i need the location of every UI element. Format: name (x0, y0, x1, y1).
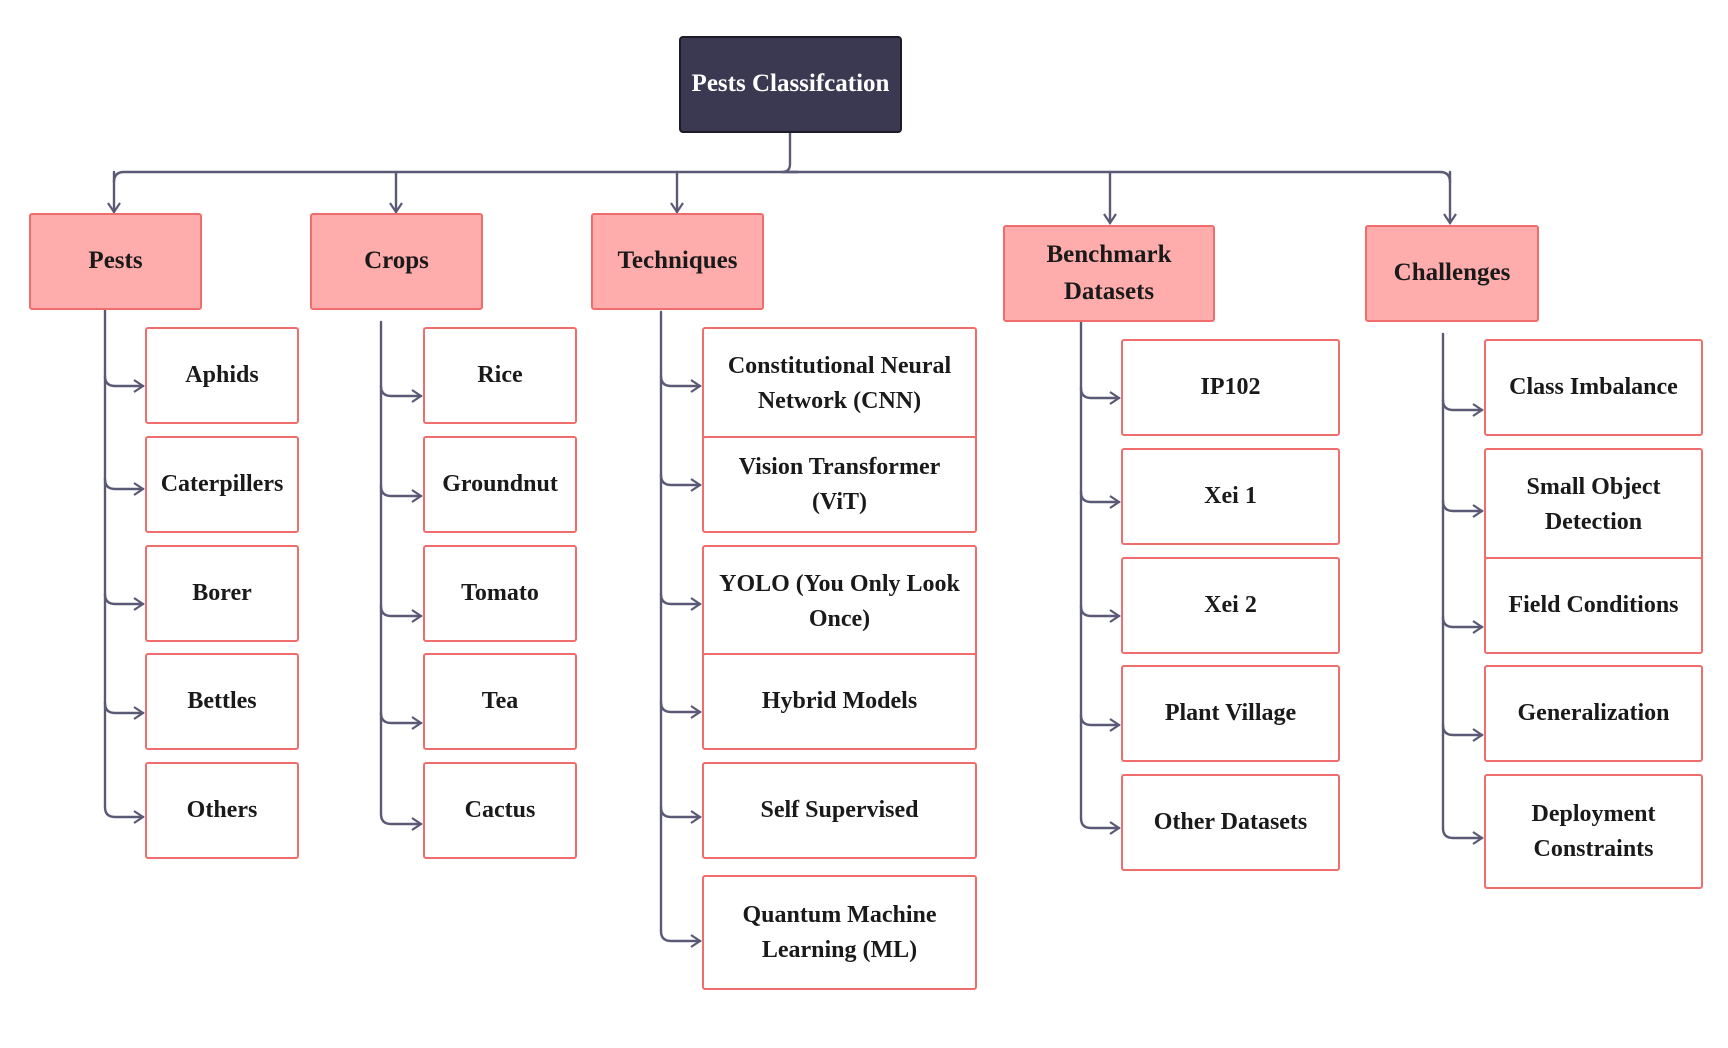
leaf-deployment-constraints: Deployment Constraints (1484, 774, 1703, 889)
leaf-label: Small Object Detection (1526, 473, 1661, 535)
leaf-xei-1: Xei 1 (1121, 448, 1340, 545)
branch-4-1 (1441, 499, 1484, 518)
category-label: Pests (88, 247, 143, 275)
leaf-field-conditions: Field Conditions (1484, 557, 1703, 654)
branch-0-3 (103, 701, 145, 720)
category-techniques: Techniques (591, 213, 764, 310)
category-challenges: Challenges (1365, 225, 1539, 322)
branch-4-2 (1441, 615, 1484, 634)
leaf-label: Aphids (185, 362, 259, 389)
leaf-aphids: Aphids (145, 327, 299, 424)
branch-1-2 (379, 604, 423, 623)
leaf-other-datasets: Other Datasets (1121, 774, 1340, 871)
branch-0-4 (103, 805, 145, 824)
leaf-label: IP102 (1200, 374, 1261, 401)
leaf-yolo: YOLO (You Only Look Once) (702, 545, 977, 658)
leaf-label: Hybrid Models (761, 688, 918, 715)
leaf-class-imbalance: Class Imbalance (1484, 339, 1703, 436)
branch-0-2 (103, 592, 145, 611)
branch-2-3 (659, 700, 702, 719)
leaf-plant-village: Plant Village (1121, 665, 1340, 762)
leaf-caterpillers: Caterpillers (145, 436, 299, 533)
leaf-label: Groundnut (442, 471, 558, 498)
category-crops: Crops (310, 213, 483, 310)
leaf-label: Other Datasets (1153, 809, 1308, 836)
leaf-self-supervised: Self Supervised (702, 762, 977, 859)
leaf-label: Tomato (461, 580, 539, 607)
root-node: Pests Classifcation (679, 36, 902, 133)
leaf-label: Caterpillers (160, 471, 284, 498)
leaf-label: Vision Transformer (ViT) (738, 453, 941, 515)
leaf-hybrid-models: Hybrid Models (702, 653, 977, 750)
branch-2-2 (659, 592, 702, 611)
branch-1-4 (379, 812, 423, 831)
leaf-label: Plant Village (1164, 700, 1297, 727)
leaf-bettles: Bettles (145, 653, 299, 750)
leaf-label: Constitutional Neural Network (CNN) (727, 352, 952, 414)
leaf-label: Class Imbalance (1509, 374, 1678, 401)
branch-2-4 (659, 805, 702, 824)
root-stem (780, 131, 800, 174)
leaf-small-object-detection: Small Object Detection (1484, 448, 1703, 561)
leaf-rice: Rice (423, 327, 577, 424)
branch-2-1 (659, 473, 702, 492)
category-label: Benchmark Datasets (1046, 241, 1172, 305)
category-label: Crops (364, 247, 429, 275)
leaf-borer: Borer (145, 545, 299, 642)
branch-1-0 (379, 384, 423, 403)
leaf-label: Generalization (1517, 700, 1670, 727)
branch-3-0 (1079, 386, 1121, 405)
leaf-others: Others (145, 762, 299, 859)
leaf-label: Field Conditions (1508, 592, 1679, 619)
leaf-label: Xei 1 (1204, 483, 1257, 510)
branch-1-3 (379, 711, 423, 730)
branch-4-3 (1441, 723, 1484, 742)
root-label: Pests Classifcation (691, 70, 890, 98)
leaf-xei-2: Xei 2 (1121, 557, 1340, 654)
branch-3-3 (1079, 713, 1121, 732)
leaf-label: Self Supervised (760, 797, 919, 824)
leaf-vit: Vision Transformer (ViT) (702, 436, 977, 533)
branch-2-5 (659, 929, 702, 948)
branch-3-2 (1079, 604, 1121, 623)
leaf-quantum-ml: Quantum Machine Learning (ML) (702, 875, 977, 990)
leaf-label: Borer (192, 580, 252, 607)
leaf-label: Deployment Constraints (1531, 800, 1656, 862)
branch-3-1 (1079, 490, 1121, 509)
branch-0-1 (103, 477, 145, 496)
leaf-cnn: Constitutional Neural Network (CNN) (702, 327, 977, 440)
branch-4-0 (1441, 398, 1484, 417)
branch-2-0 (659, 374, 702, 393)
leaf-cactus: Cactus (423, 762, 577, 859)
leaf-label: YOLO (You Only Look Once) (719, 570, 960, 632)
branch-0-0 (103, 374, 145, 393)
branch-4-4 (1441, 826, 1484, 845)
branch-3-4 (1079, 816, 1121, 835)
leaf-generalization: Generalization (1484, 665, 1703, 762)
leaf-tea: Tea (423, 653, 577, 750)
leaf-label: Tea (481, 688, 519, 715)
leaf-tomato: Tomato (423, 545, 577, 642)
leaf-label: Others (186, 797, 258, 824)
leaf-label: Quantum Machine Learning (ML) (742, 901, 937, 963)
category-label: Techniques (617, 247, 738, 275)
category-pests: Pests (29, 213, 202, 310)
leaf-label: Cactus (464, 797, 536, 824)
leaf-label: Rice (477, 362, 523, 389)
leaf-groundnut: Groundnut (423, 436, 577, 533)
category-label: Challenges (1393, 259, 1511, 287)
category-benchmark-datasets: Benchmark Datasets (1003, 225, 1215, 322)
leaf-label: Xei 2 (1204, 592, 1257, 619)
leaf-label: Bettles (187, 688, 257, 715)
main-bus (112, 170, 1452, 184)
leaf-ip102: IP102 (1121, 339, 1340, 436)
branch-1-1 (379, 484, 423, 503)
